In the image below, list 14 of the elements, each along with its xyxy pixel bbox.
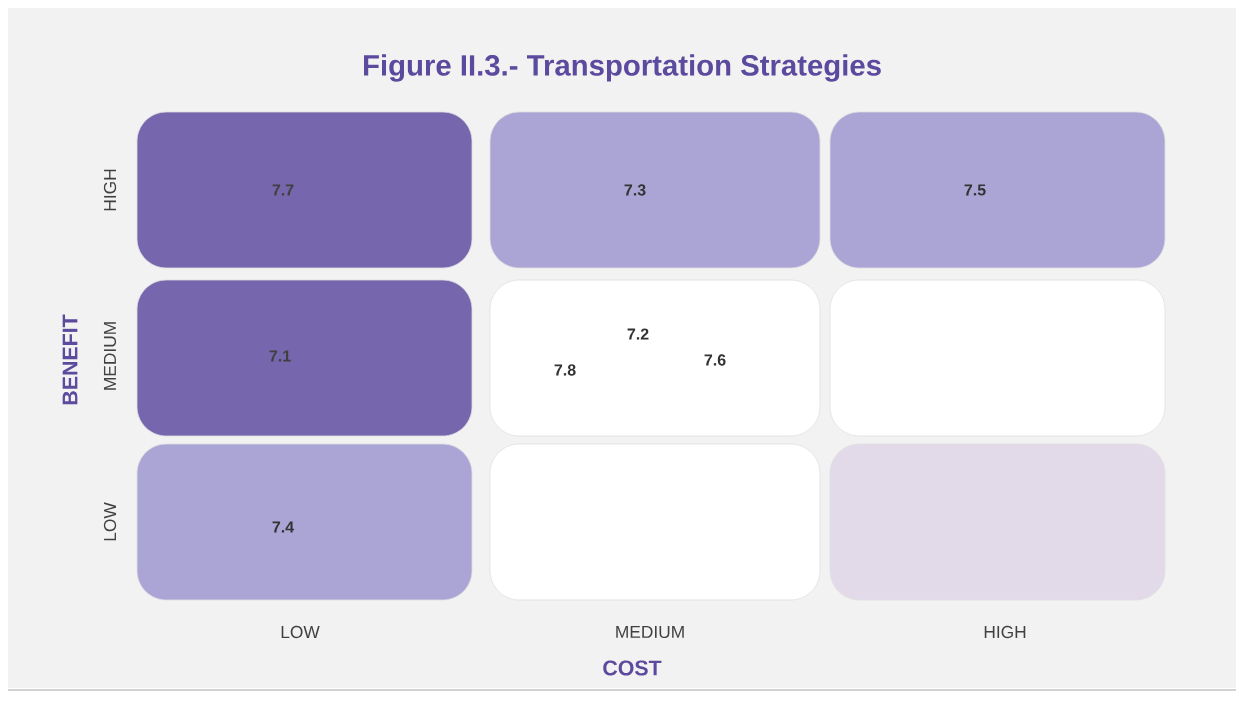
matrix-cell: 7.2 7.8 7.6 (489, 279, 821, 437)
matrix-cell (829, 443, 1166, 601)
title: Figure II.3.- Transportation Strategies (364, 54, 881, 82)
axis-label: LOW (103, 502, 117, 541)
matrix-cell: 7.4 (136, 443, 473, 601)
matrix-cell: 7.1 (136, 279, 473, 437)
matrix-cell (829, 279, 1166, 437)
axis-title: COST (603, 660, 662, 676)
axis-label: LOW (281, 625, 320, 639)
axis-title: BENEFIT (62, 314, 78, 405)
matrix-cell: 7.7 (136, 111, 473, 269)
matrix-cell (489, 443, 821, 601)
matrix-cell: 7.3 (489, 111, 821, 269)
matrix-cell: 7.5 (829, 111, 1166, 269)
